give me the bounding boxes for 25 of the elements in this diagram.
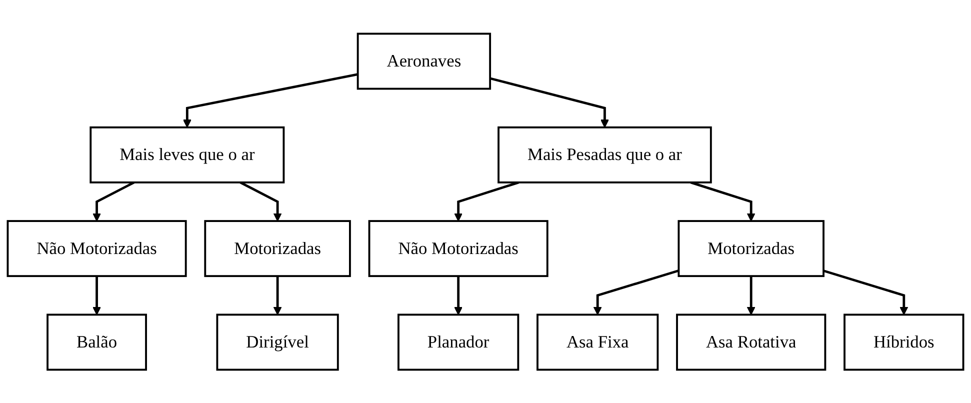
arrow — [746, 276, 756, 315]
arrow — [182, 72, 358, 128]
node-box: Planador — [398, 314, 520, 370]
arrow — [240, 181, 282, 222]
arrow — [490, 76, 609, 128]
node-box: Híbridos — [844, 314, 964, 370]
node-box: Não Motorizadas — [6, 220, 187, 277]
node-box: Motorizadas — [678, 220, 824, 277]
node-box: Dirigível — [216, 314, 339, 370]
arrow — [92, 276, 102, 315]
arrow — [690, 181, 756, 222]
node-box: Mais Pesadas que o ar — [498, 126, 712, 184]
arrow — [593, 269, 680, 315]
node-box: Mais leves que o ar — [90, 126, 285, 184]
arrow — [454, 276, 463, 315]
node-box: Aeronaves — [356, 32, 492, 90]
node-box: Não Motorizadas — [368, 220, 548, 277]
arrow — [273, 276, 282, 315]
arrow — [823, 269, 908, 315]
node-box: Asa Rotativa — [676, 314, 826, 370]
node-box: Balão — [46, 314, 147, 370]
arrow — [92, 181, 135, 222]
node-box: Asa Fixa — [536, 314, 659, 370]
node-box: Motorizadas — [204, 220, 351, 277]
arrow — [454, 181, 520, 222]
